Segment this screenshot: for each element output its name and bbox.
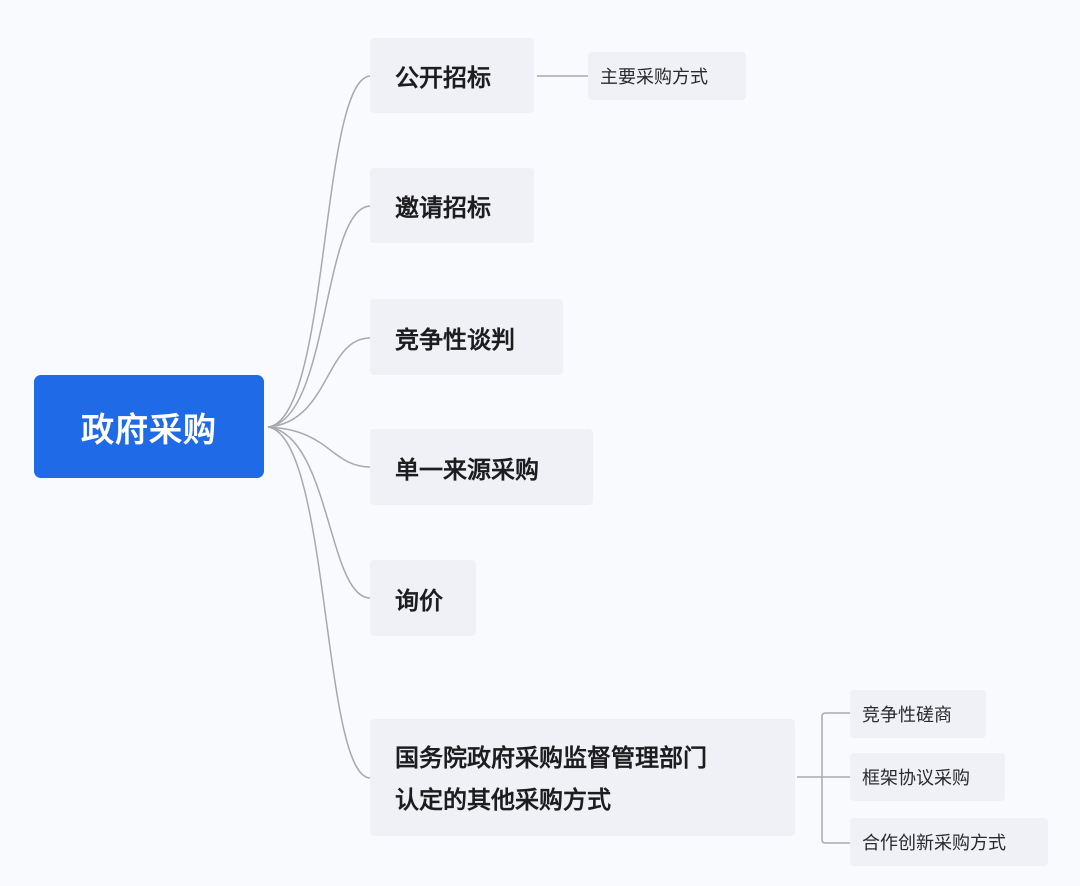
leaf-node-cooperative-innovation[interactable]: 合作创新采购方式 [850, 818, 1048, 866]
branch-label: 询价 [395, 586, 443, 615]
branch-label: 竞争性谈判 [395, 325, 515, 354]
branch-label-line2: 认定的其他采购方式 [395, 785, 611, 814]
branch-node-single-source[interactable]: 单一来源采购 [370, 429, 593, 505]
branch-node-inquiry[interactable]: 询价 [370, 560, 476, 636]
leaf-node-competitive-consultation[interactable]: 竞争性磋商 [850, 690, 986, 738]
leaf-label: 合作创新采购方式 [862, 833, 1006, 854]
leaf-node-main-method[interactable]: 主要采购方式 [588, 52, 746, 100]
leaf-node-framework-agreement[interactable]: 框架协议采购 [850, 753, 1005, 801]
branch-node-other-methods[interactable]: 国务院政府采购监督管理部门 认定的其他采购方式 [370, 719, 795, 836]
branch-node-competitive-negotiation[interactable]: 竞争性谈判 [370, 299, 563, 375]
branch-label-line1: 国务院政府采购监督管理部门 [395, 743, 707, 772]
root-node-label: 政府采购 [81, 409, 217, 449]
branch-label: 单一来源采购 [395, 455, 539, 484]
root-node-government-procurement[interactable]: 政府采购 [34, 375, 264, 478]
branch-node-invited-tender[interactable]: 邀请招标 [370, 168, 534, 243]
branch-node-open-tender[interactable]: 公开招标 [370, 38, 534, 113]
branch-label: 公开招标 [395, 64, 491, 92]
leaf-label: 竞争性磋商 [862, 705, 952, 726]
leaf-label: 框架协议采购 [862, 768, 970, 789]
leaf-label: 主要采购方式 [600, 67, 708, 88]
branch-label: 邀请招标 [395, 194, 491, 222]
